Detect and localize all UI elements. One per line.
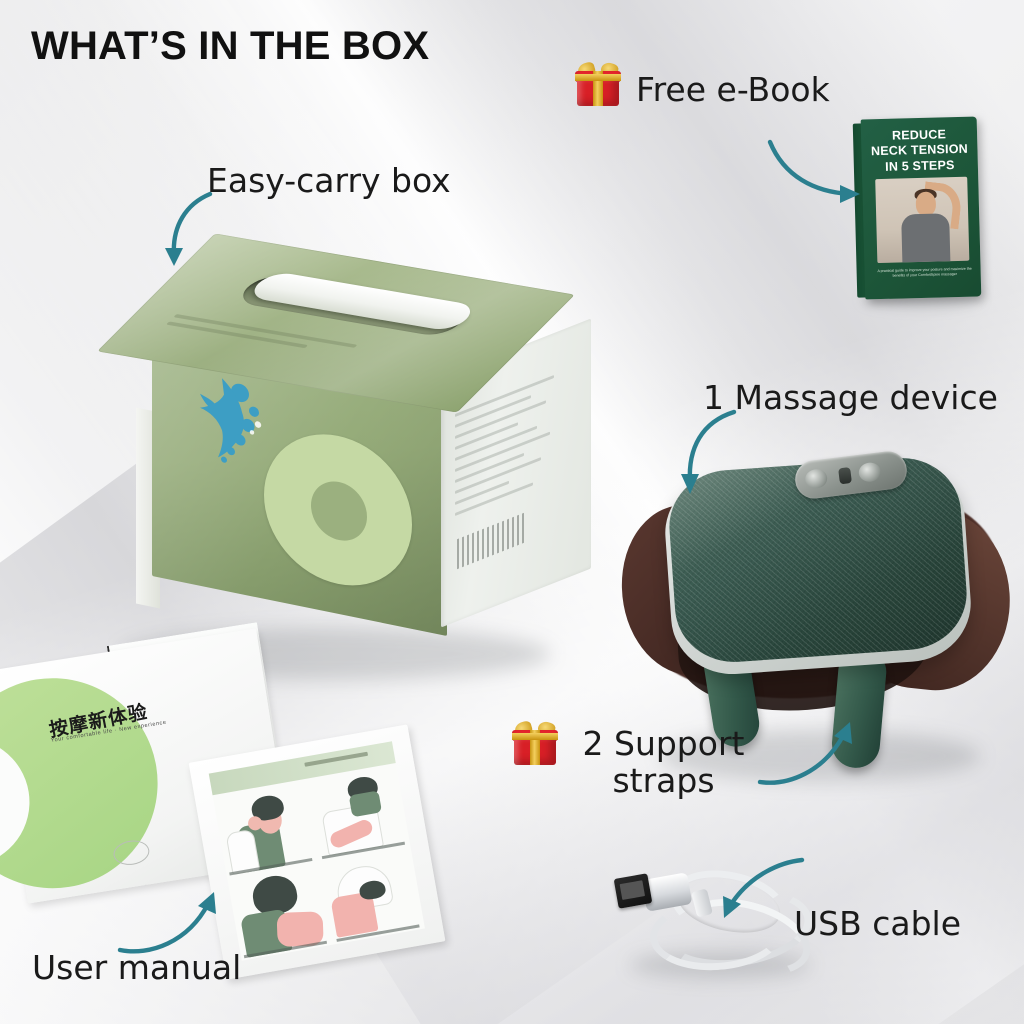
label-easy-carry-box: Easy-carry box: [207, 161, 451, 200]
instruction-sheet-page: [188, 724, 446, 980]
usb-connector-insert: [619, 880, 646, 900]
label-usb-cable: USB cable: [794, 904, 962, 943]
label-free-ebook: Free e-Book: [636, 70, 830, 109]
instruction-panel: [305, 765, 410, 862]
curved-arrow-right-icon: [767, 139, 860, 203]
page-title: WHAT’S IN THE BOX: [31, 24, 430, 68]
curved-arrow-down-icon: [681, 409, 737, 494]
gift-icon: [575, 60, 621, 107]
instruction-sheet-content: [208, 741, 425, 961]
mode-indicator: [838, 467, 852, 485]
curved-arrow-up-right-icon: [757, 722, 852, 785]
curved-arrow-up-right-icon: [117, 892, 216, 954]
ebook-cover-photo: [875, 176, 970, 264]
box-ring-hole: [311, 476, 367, 546]
photo-torso: [901, 213, 951, 263]
curved-arrow-down-left-icon: [723, 857, 805, 918]
instruction-panel: [213, 781, 318, 878]
instruction-panel: [320, 848, 425, 945]
gift-icon: [512, 719, 558, 766]
ebook-cover: REDUCE NECK TENSION IN 5 STEPS A practic…: [860, 116, 982, 300]
label-massage-device: 1 Massage device: [703, 378, 998, 417]
ebook-title-line-2: NECK TENSION: [870, 141, 969, 159]
product-box: [96, 228, 596, 668]
wellness-figure-logo: [188, 365, 280, 476]
curved-arrow-down-icon: [165, 191, 213, 266]
instruction-panel: [227, 864, 332, 961]
usb-shadow: [630, 952, 810, 978]
instruction-sheet: [188, 724, 446, 980]
ebook-title: REDUCE NECK TENSION IN 5 STEPS: [867, 127, 972, 175]
box-front-panel: [152, 305, 447, 637]
power-button[interactable]: [804, 467, 829, 490]
instruction-sheet-header-text: [304, 751, 369, 767]
label-user-manual: User manual: [32, 948, 242, 987]
photo-head: [915, 191, 937, 217]
usb-connector: [613, 873, 653, 909]
heat-button[interactable]: [857, 461, 882, 483]
ebook-subtitle: A practical guide to improve your postur…: [877, 266, 972, 278]
ebook-title-line-3: IN 5 STEPS: [884, 157, 955, 174]
device-shadow: [660, 730, 980, 782]
label-support-straps: 2 Support straps: [582, 724, 745, 800]
